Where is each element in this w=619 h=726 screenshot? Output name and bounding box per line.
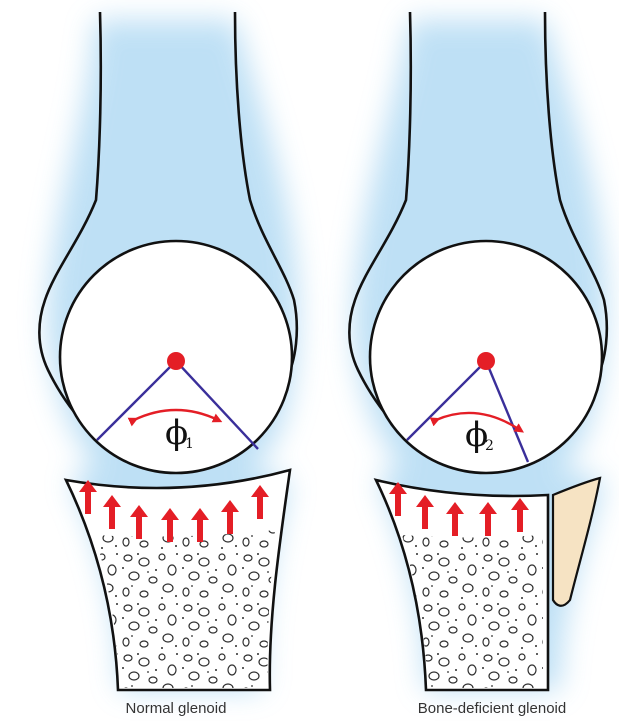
bone-deficit-fragment (553, 478, 600, 606)
center-dot-left (167, 352, 185, 370)
phi-subscript-right: 2 (485, 438, 494, 454)
cancellous-texture-right (402, 535, 543, 688)
normal-glenoid-panel: ϕ 1 (39, 12, 298, 690)
center-dot-right (477, 352, 495, 370)
phi-subscript-left: 1 (185, 436, 194, 452)
bone-deficient-glenoid-panel: ϕ 2 (349, 12, 606, 690)
caption-bone-deficient-glenoid: Bone-deficient glenoid (418, 700, 566, 717)
cancellous-texture-left (95, 530, 275, 688)
caption-normal-glenoid: Normal glenoid (126, 700, 227, 717)
